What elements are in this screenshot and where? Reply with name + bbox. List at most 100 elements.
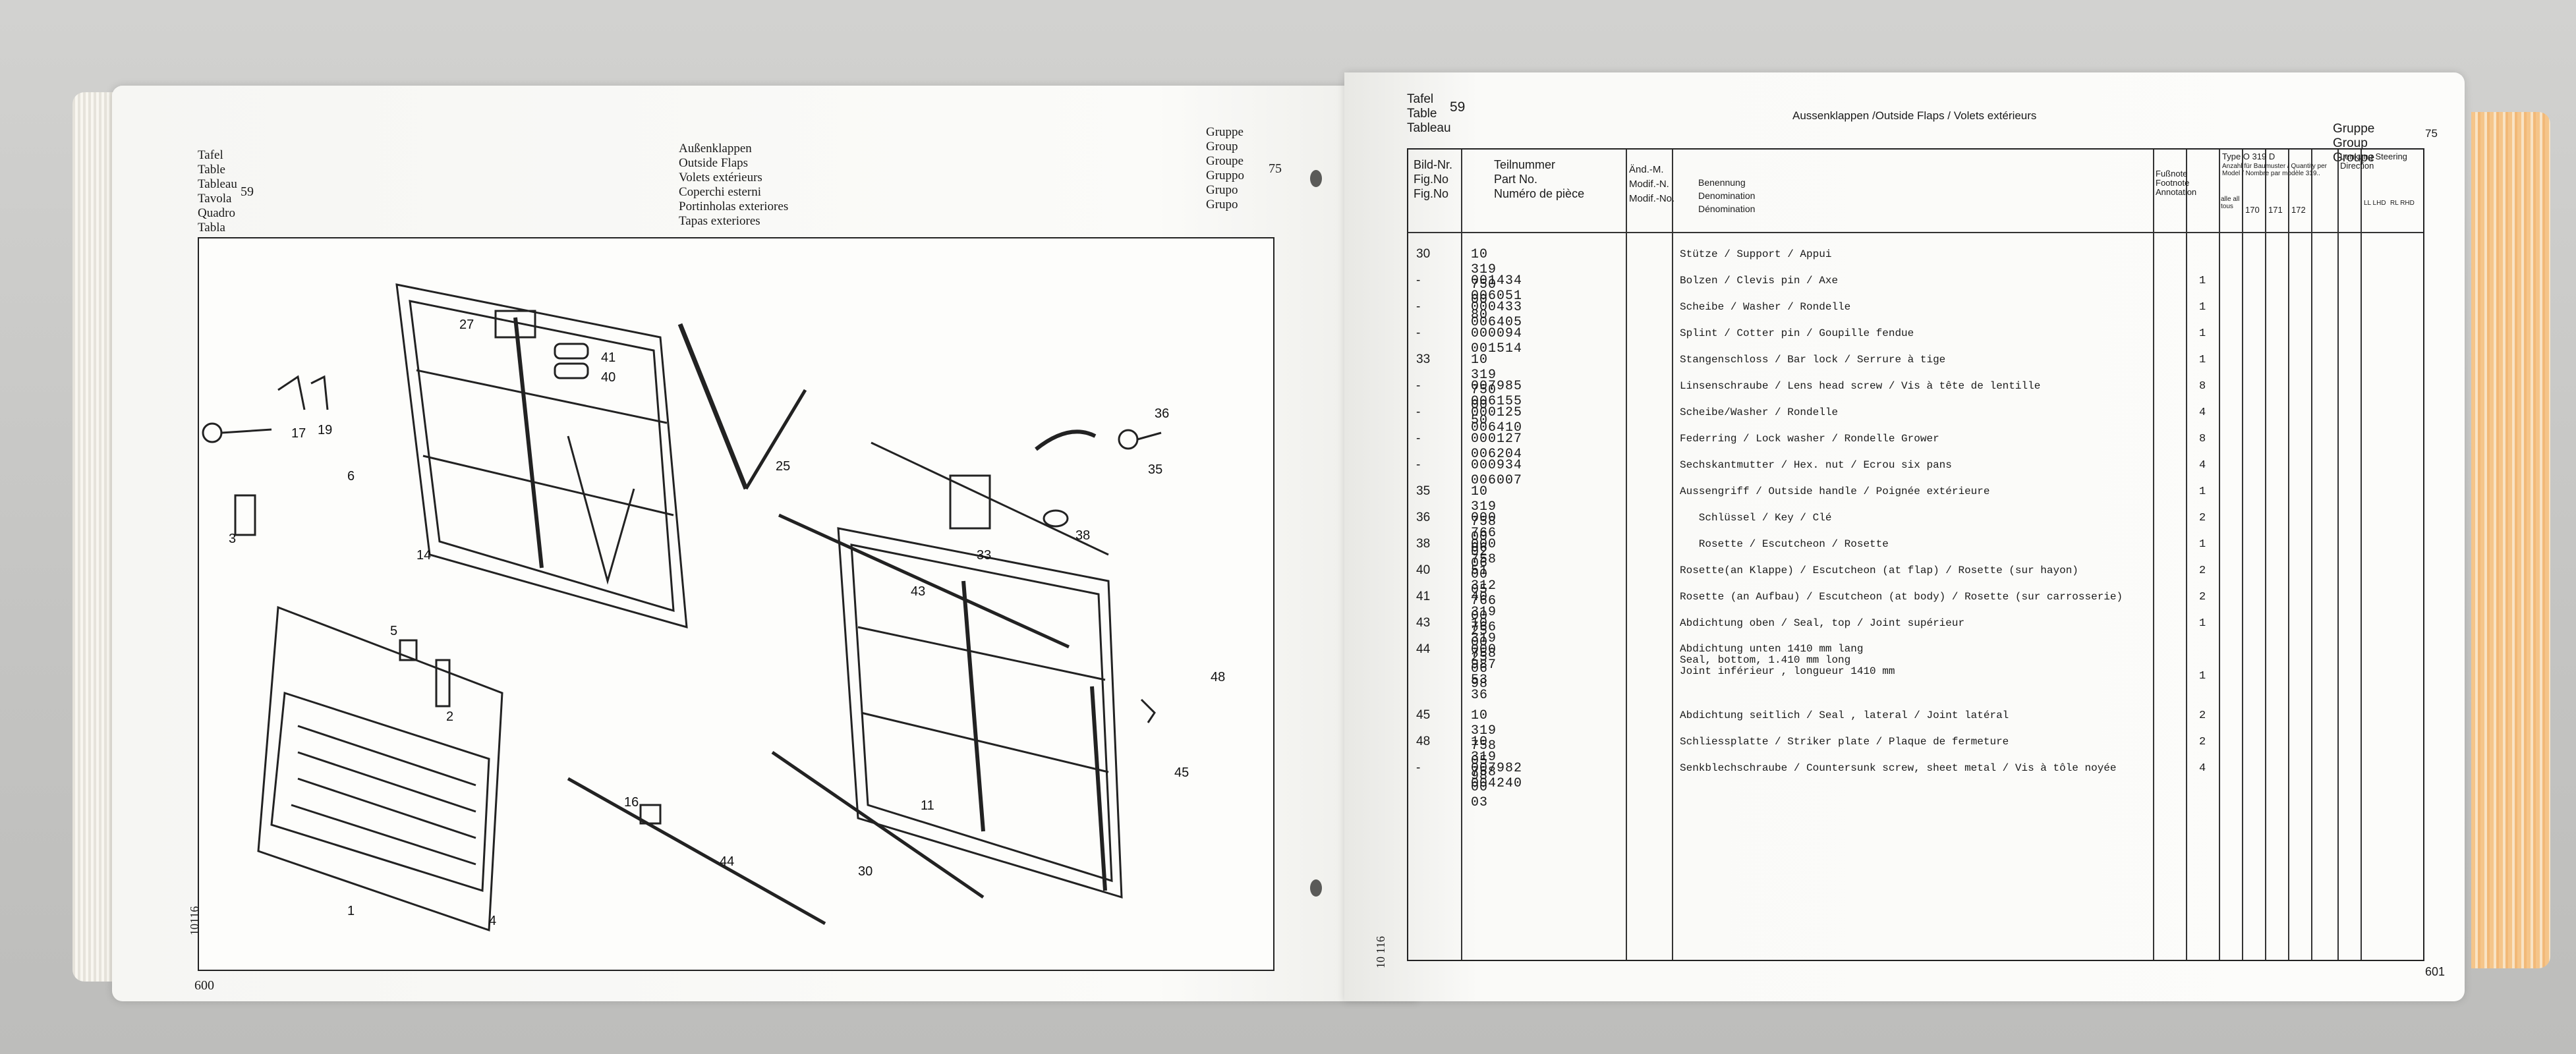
table-number: 59 bbox=[241, 184, 254, 199]
title-it: Coperchi esterni bbox=[679, 185, 762, 199]
label-tabla: Tabla bbox=[198, 221, 225, 235]
title-en: Outside Flaps bbox=[679, 156, 749, 170]
seal-strip-43 bbox=[778, 513, 1070, 649]
callout-19: 19 bbox=[318, 423, 333, 437]
col-header-desc: Benennung Denomination Dénomination bbox=[1698, 177, 1756, 214]
bracket-17 bbox=[277, 375, 306, 410]
left-spine-code: 10116 bbox=[188, 906, 201, 935]
callout-38: 38 bbox=[1075, 528, 1091, 543]
exploded-diagram: 27 41 40 25 36 35 17 19 6 14 38 33 43 3 … bbox=[198, 237, 1274, 971]
label-gruppe: Gruppe bbox=[2333, 122, 2375, 136]
col-header-part: Teilnummer Part No. Numéro de pièce bbox=[1494, 158, 1585, 200]
callout-4: 4 bbox=[489, 914, 497, 928]
label-gruppe: Gruppe bbox=[1206, 125, 1244, 139]
callout-43: 43 bbox=[911, 584, 926, 599]
col-type-170: 170 bbox=[2245, 205, 2260, 215]
callout-11: 11 bbox=[921, 798, 934, 813]
right-group-code: 75 bbox=[2425, 127, 2438, 140]
col-type-all: alle all tous bbox=[2221, 196, 2240, 210]
flap-frame-lower bbox=[837, 527, 1123, 899]
outside-handle bbox=[1035, 430, 1097, 451]
seal-strip-25 bbox=[677, 323, 749, 490]
label-grupo-1: Grupo bbox=[1206, 183, 1238, 197]
label-grupo-2: Grupo bbox=[1206, 198, 1238, 211]
callout-30: 30 bbox=[858, 864, 873, 879]
col-header-fig: Bild-Nr. Fig.No Fig.No bbox=[1414, 158, 1453, 200]
callout-17: 17 bbox=[291, 426, 306, 441]
callout-25: 25 bbox=[776, 459, 791, 474]
right-group-labels: Gruppe Group Groupe bbox=[2333, 122, 2374, 165]
col-header-modif: Änd.-M. Modif.-N. Modif.-No. bbox=[1629, 164, 1675, 204]
callout-41: 41 bbox=[601, 350, 616, 365]
rosette-40 bbox=[554, 362, 589, 379]
part-16 bbox=[639, 804, 662, 825]
callout-36: 36 bbox=[1155, 406, 1170, 421]
left-page-stack bbox=[72, 92, 119, 982]
callout-33: 33 bbox=[977, 548, 992, 563]
seal-strip-30 bbox=[771, 750, 985, 899]
callout-35: 35 bbox=[1148, 462, 1163, 477]
title-stack: Außenklappen Outside Flaps Volets extéri… bbox=[679, 142, 788, 229]
col-steering-rhd: RL RHD bbox=[2390, 200, 2415, 207]
col-steering-lhd: LL LHD bbox=[2364, 200, 2386, 207]
callout-5: 5 bbox=[390, 624, 398, 638]
callout-27: 27 bbox=[459, 318, 474, 332]
col-header-type: Type O 319 D bbox=[2222, 152, 2275, 161]
callout-40: 40 bbox=[601, 370, 616, 385]
table-label-stack: Tafel Table Tableau Tavola Quadro Tabla bbox=[198, 148, 237, 235]
right-page-title: Aussenklappen /Outside Flaps / Volets ex… bbox=[1792, 109, 2037, 122]
key-head bbox=[1118, 429, 1139, 450]
col-header-steering: Lenkung Steering Direction bbox=[2340, 152, 2407, 171]
right-page-number: 601 bbox=[2424, 965, 2445, 978]
callout-2: 2 bbox=[446, 709, 454, 724]
group-number: 75 bbox=[1269, 161, 1282, 176]
group-label-stack: Gruppe Group Groupe Gruppo Grupo Grupo bbox=[1206, 125, 1244, 212]
label-groupe: Groupe bbox=[1206, 154, 1244, 168]
right-spine-code: 10 116 bbox=[1374, 936, 1387, 968]
label-group: Group bbox=[2333, 136, 2368, 150]
callout-16: 16 bbox=[624, 795, 639, 810]
right-table-labels: Tafel Table Tableau bbox=[1407, 92, 1451, 136]
binder-hole-bottom bbox=[1310, 879, 1322, 897]
label-table: Table bbox=[1407, 107, 1437, 121]
callout-3: 3 bbox=[229, 532, 237, 546]
label-table: Table bbox=[198, 163, 225, 177]
col-header-type-sub: Anzahl für Baumuster / Quantity per Mode… bbox=[2222, 163, 2327, 177]
binder-hole-top bbox=[1310, 170, 1322, 187]
seal-strip-45 bbox=[1090, 686, 1107, 891]
bracket-5 bbox=[399, 639, 418, 661]
hinge-27 bbox=[494, 310, 536, 339]
callout-48: 48 bbox=[1211, 670, 1226, 684]
rosette-41 bbox=[554, 343, 589, 360]
lock-body bbox=[949, 474, 991, 530]
grille-panel bbox=[257, 605, 503, 932]
label-groupe: Groupe bbox=[2333, 151, 2375, 165]
left-page-diagram: Tafel Table Tableau Tavola Quadro Tabla … bbox=[112, 86, 1417, 1001]
col-header-footnote: Fußnote Footnote Annotation bbox=[2156, 169, 2197, 197]
col-type-172: 172 bbox=[2291, 205, 2306, 215]
callout-14: 14 bbox=[416, 548, 432, 563]
arrow-45 bbox=[1140, 698, 1156, 723]
label-tafel: Tafel bbox=[1407, 92, 1434, 106]
title-fr: Volets extérieurs bbox=[679, 171, 762, 184]
label-gruppo: Gruppo bbox=[1206, 169, 1245, 182]
key-6 bbox=[202, 422, 223, 443]
label-tableau: Tableau bbox=[198, 177, 237, 191]
label-group: Group bbox=[1206, 140, 1238, 153]
exploded-parts-drawing bbox=[202, 283, 1162, 932]
callout-45: 45 bbox=[1174, 765, 1189, 780]
hinge-3 bbox=[234, 494, 256, 536]
bracket-19 bbox=[310, 375, 329, 410]
title-es: Tapas exteriores bbox=[679, 214, 760, 228]
col-type-171: 171 bbox=[2268, 205, 2283, 215]
label-tavola: Tavola bbox=[198, 192, 232, 206]
title-de: Außenklappen bbox=[679, 142, 752, 155]
title-pt: Portinholas exteriores bbox=[679, 200, 789, 213]
callout-6: 6 bbox=[347, 469, 355, 484]
right-page-stack bbox=[2471, 112, 2550, 968]
open-parts-catalog: Tafel Table Tableau Tavola Quadro Tabla … bbox=[72, 72, 2550, 1014]
right-table-number: 59 bbox=[1450, 99, 1466, 115]
flap-frame-upper bbox=[395, 283, 688, 629]
seal-strip-44 bbox=[567, 777, 826, 926]
multiline-description: Abdichtung unten 1410 mm lang Seal, bott… bbox=[1680, 643, 1895, 677]
